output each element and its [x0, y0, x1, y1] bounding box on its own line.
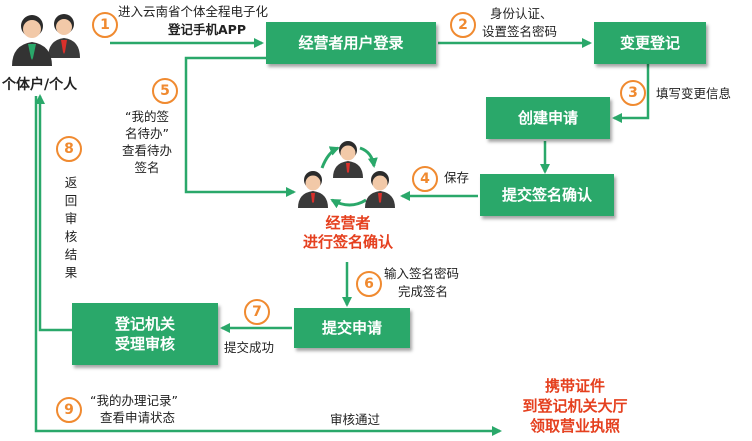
final-line1: 携带证件 — [544, 377, 605, 395]
step-5-text-line1: “我的签 — [125, 109, 169, 124]
step-1-text-line2: 登记手机APP — [168, 22, 246, 37]
agency-box-line2: 受理审核 — [114, 335, 175, 353]
operator-label-line1: 经营者 — [325, 214, 371, 232]
step-8-badge: 8 — [56, 136, 82, 162]
step-4-text: 保存 — [444, 170, 470, 185]
step-9-text-line1: “我的办理记录” — [90, 393, 178, 408]
individual-label: 个体户/个人 — [2, 77, 78, 93]
step-1-text-line1: 进入云南省个体全程电子化 — [118, 4, 269, 19]
step-6-text-line2: 完成签名 — [398, 284, 449, 299]
arrow-change-to-create — [612, 64, 650, 123]
final-line3: 领取营业执照 — [529, 417, 620, 435]
login-box: 经营者用户登录 — [266, 22, 436, 64]
step-5-text: “我的签 名待办” 查看待办 签名 — [114, 108, 180, 176]
step-8-text: 返回审核结果 — [64, 175, 78, 280]
step-4-badge: 4 — [412, 166, 438, 192]
cycle-arrow-bottom — [330, 198, 367, 209]
login-box-label: 经营者用户登录 — [298, 34, 404, 52]
cycle-arrow-right — [359, 146, 378, 168]
submit-app-box-label: 提交申请 — [321, 319, 382, 337]
step-3-text: 填写变更信息 — [656, 86, 732, 101]
agency-box-line1: 登记机关 — [114, 315, 175, 333]
step-2-text-line2: 设置签名密码 — [482, 24, 558, 39]
operator-label-line2: 进行签名确认 — [302, 233, 393, 251]
step-6-badge: 6 — [356, 271, 382, 297]
final-instruction: 携带证件 到登记机关大厅 领取营业执照 — [500, 376, 650, 436]
step-2-text-line1: 身份认证、 — [490, 6, 553, 21]
step-7-text: 提交成功 — [224, 340, 275, 355]
approved-text: 审核通过 — [330, 412, 381, 427]
change-box: 变更登记 — [594, 22, 706, 64]
step-2-badge: 2 — [450, 12, 476, 38]
individual-person-icon — [12, 14, 80, 66]
step-5-text-line2: 名待办” — [125, 126, 169, 141]
step-5-badge: 5 — [152, 78, 178, 104]
agency-box: 登记机关 受理审核 — [72, 303, 218, 365]
create-box-label: 创建申请 — [517, 109, 578, 127]
create-box: 创建申请 — [486, 97, 610, 139]
change-box-label: 变更登记 — [619, 34, 680, 52]
arrow-person-to-final — [34, 96, 502, 436]
step-1-badge: 1 — [92, 12, 118, 38]
arrow-agency-to-person — [35, 94, 72, 332]
submit-app-box: 提交申请 — [294, 308, 410, 348]
step-9-text-line2: 查看申请状态 — [100, 410, 176, 425]
final-line2: 到登记机关大厅 — [522, 397, 628, 415]
step-5-text-line3: 查看待办 — [121, 143, 172, 158]
step-9-badge: 9 — [56, 397, 82, 423]
submit-sign-box-label: 提交签名确认 — [501, 186, 592, 204]
step-7-badge: 7 — [244, 299, 270, 325]
submit-sign-box: 提交签名确认 — [480, 174, 614, 216]
step-6-text-line1: 输入签名密码 — [384, 266, 460, 281]
arrow-login-to-operator — [184, 56, 296, 197]
step-5-text-line4: 签名 — [134, 160, 160, 175]
operator-group-icon — [298, 141, 395, 208]
operator-label: 经营者 进行签名确认 — [288, 214, 408, 252]
cycle-arrow-left — [320, 146, 340, 169]
step-3-badge: 3 — [620, 80, 646, 106]
